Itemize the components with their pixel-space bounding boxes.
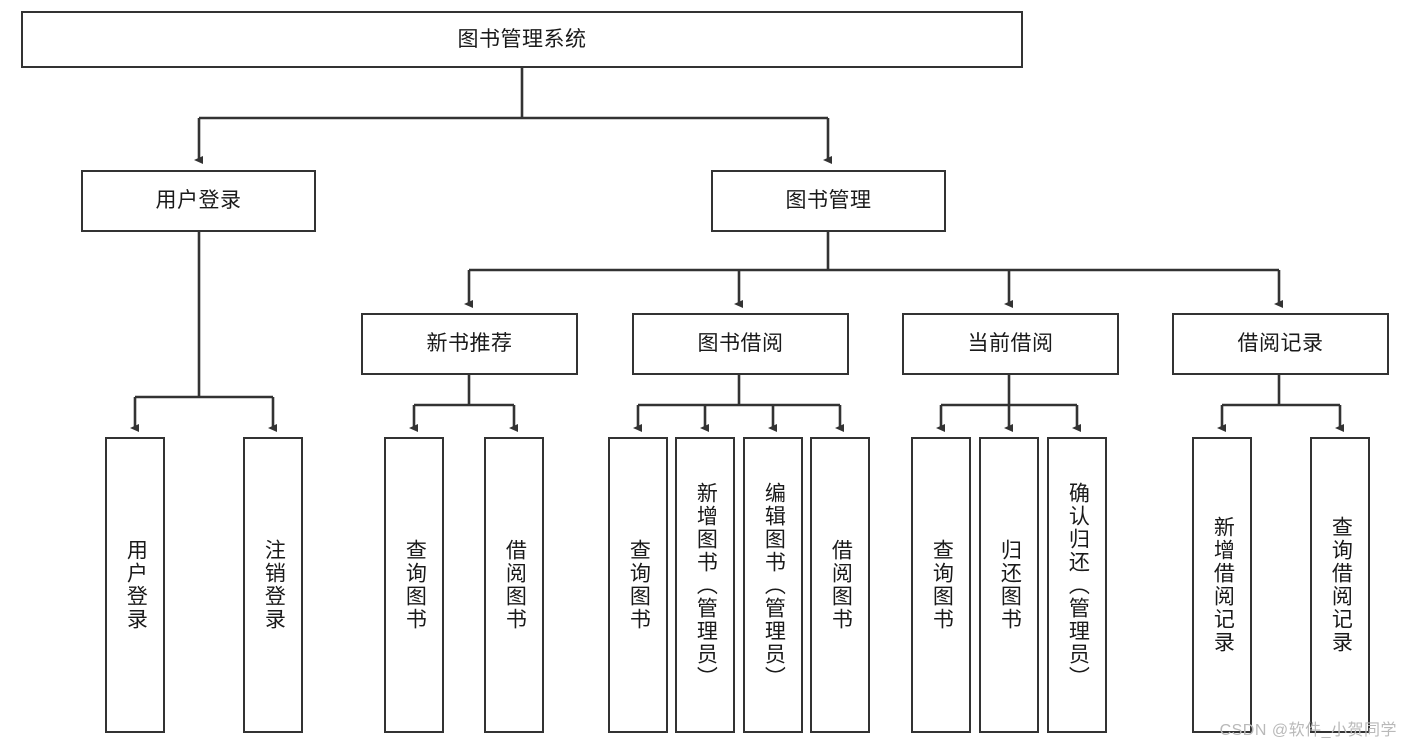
- node-label: 用户登录: [124, 539, 148, 631]
- node-label: 当前借阅: [967, 332, 1054, 356]
- node-label: 图书借阅: [697, 332, 784, 356]
- node-label: 查询图书: [627, 539, 651, 631]
- node-label: 新增图书（管理员）: [694, 481, 718, 689]
- node-user-login[interactable]: 用户登录: [81, 170, 316, 232]
- node-label: 查询借阅记录: [1329, 516, 1353, 654]
- node-label: 借阅记录: [1237, 332, 1324, 356]
- connector-group-root: [194, 68, 832, 164]
- node-book-management[interactable]: 图书管理: [711, 170, 946, 232]
- leaf-current-query-book[interactable]: 查询图书: [911, 437, 971, 733]
- node-label: 注销登录: [262, 539, 286, 631]
- connector-group-current-borrow: [936, 375, 1081, 432]
- node-borrow-records[interactable]: 借阅记录: [1172, 313, 1389, 375]
- leaf-borrow-query-book[interactable]: 查询图书: [608, 437, 668, 733]
- node-current-borrow[interactable]: 当前借阅: [902, 313, 1119, 375]
- node-label: 用户登录: [155, 189, 242, 213]
- node-label: 查询图书: [930, 539, 954, 631]
- leaf-logout[interactable]: 注销登录: [243, 437, 303, 733]
- node-label: 借阅图书: [503, 539, 527, 631]
- node-label: 借阅图书: [829, 539, 853, 631]
- node-label: 查询图书: [403, 539, 427, 631]
- leaf-current-return-book[interactable]: 归还图书: [979, 437, 1039, 733]
- node-new-book-recommend[interactable]: 新书推荐: [361, 313, 578, 375]
- leaf-records-query[interactable]: 查询借阅记录: [1310, 437, 1370, 733]
- connector-group-book-manage: [464, 232, 1283, 308]
- connector-group-book-borrow: [633, 375, 844, 432]
- node-label: 图书管理: [785, 189, 872, 213]
- leaf-borrow-edit-book[interactable]: 编辑图书（管理员）: [743, 437, 803, 733]
- node-label: 编辑图书（管理员）: [762, 481, 786, 689]
- node-label: 新增借阅记录: [1211, 516, 1235, 654]
- leaf-borrow-borrow-book[interactable]: 借阅图书: [810, 437, 870, 733]
- leaf-user-login[interactable]: 用户登录: [105, 437, 165, 733]
- connector-group-user-login: [130, 232, 277, 432]
- leaf-new-books-query[interactable]: 查询图书: [384, 437, 444, 733]
- node-root-system[interactable]: 图书管理系统: [21, 11, 1023, 68]
- leaf-records-add[interactable]: 新增借阅记录: [1192, 437, 1252, 733]
- connector-group-borrow-records: [1217, 375, 1344, 432]
- connector-group-new-books: [409, 375, 518, 432]
- leaf-borrow-add-book[interactable]: 新增图书（管理员）: [675, 437, 735, 733]
- node-book-borrow[interactable]: 图书借阅: [632, 313, 849, 375]
- node-label: 确认归还（管理员）: [1066, 481, 1090, 689]
- node-label: 图书管理系统: [457, 27, 587, 51]
- node-label: 新书推荐: [426, 332, 513, 356]
- leaf-new-books-borrow[interactable]: 借阅图书: [484, 437, 544, 733]
- node-label: 归还图书: [998, 539, 1022, 631]
- leaf-current-confirm-return[interactable]: 确认归还（管理员）: [1047, 437, 1107, 733]
